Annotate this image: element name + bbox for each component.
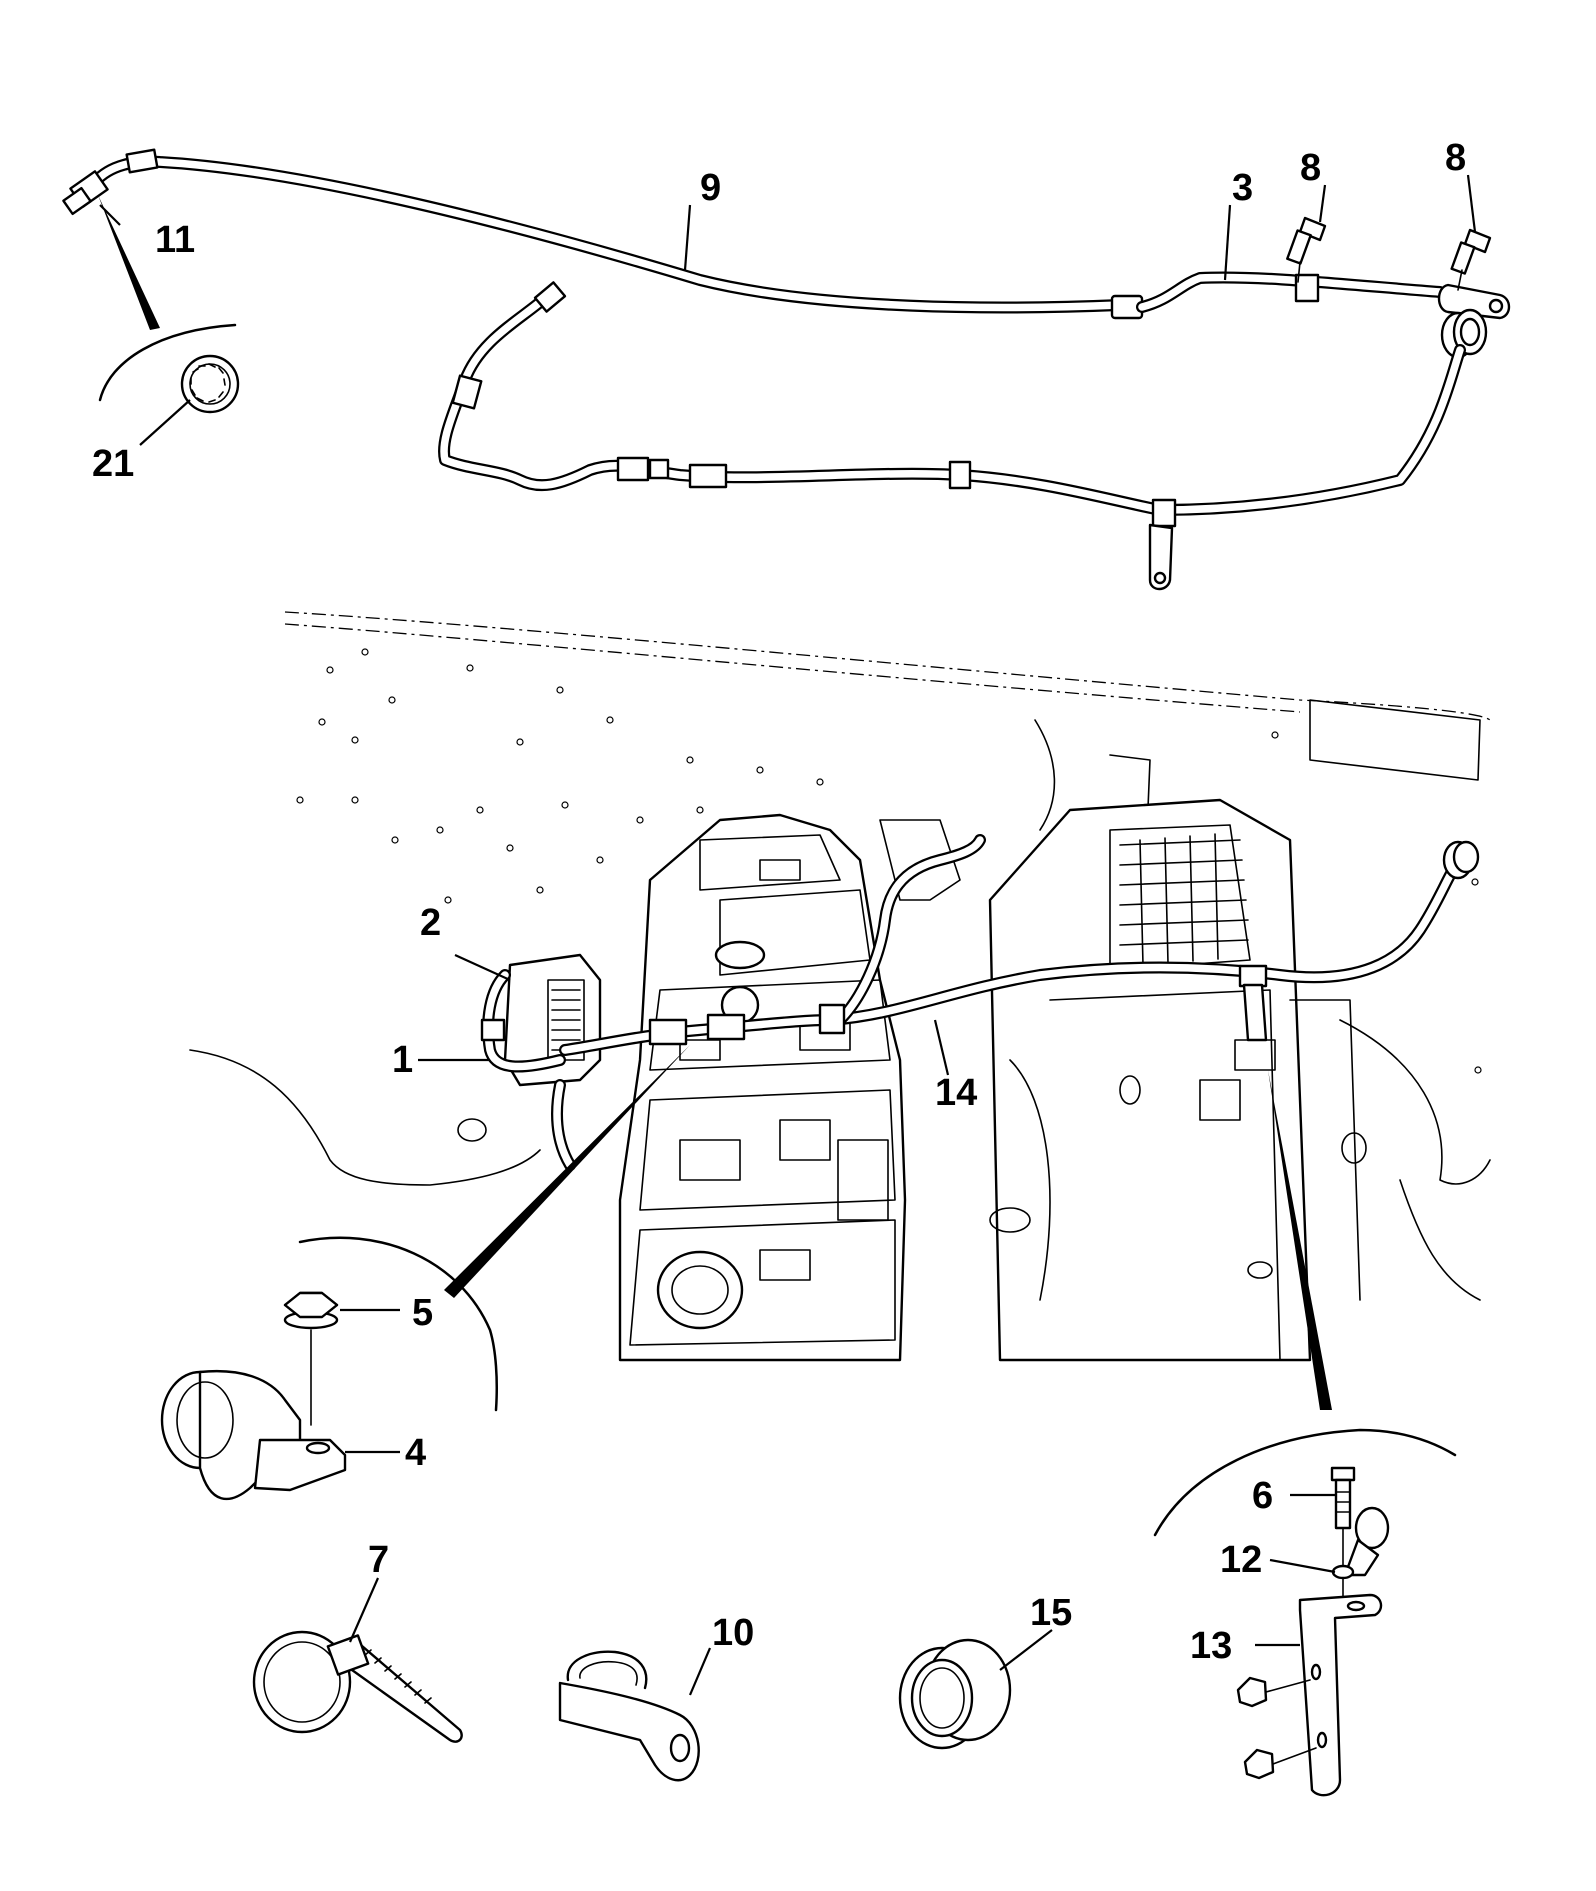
grommet-15 bbox=[898, 1638, 1012, 1750]
lower-mount-bracket bbox=[1148, 498, 1177, 591]
p-clip bbox=[1343, 1506, 1390, 1577]
callout-numbers: 11 21 9 3 8 8 2 1 14 5 4 6 12 13 7 10 15 bbox=[92, 137, 1466, 1667]
cable-tie-7 bbox=[252, 1630, 463, 1743]
callout-14: 14 bbox=[935, 1072, 977, 1114]
callout-3: 3 bbox=[1232, 167, 1253, 209]
radiator-assembly bbox=[879, 798, 1361, 1362]
callout-13: 13 bbox=[1190, 1625, 1232, 1667]
tube-clip bbox=[1294, 273, 1320, 303]
bracket-13 bbox=[1298, 1593, 1383, 1797]
nut-5 bbox=[283, 1291, 339, 1330]
callout-6: 6 bbox=[1252, 1475, 1273, 1517]
washer-12 bbox=[1331, 1564, 1355, 1580]
detail-bracket bbox=[1153, 1070, 1457, 1797]
vehicle-body-outline bbox=[189, 611, 1491, 1301]
callout-15: 15 bbox=[1030, 1592, 1072, 1634]
callout-11: 11 bbox=[155, 219, 195, 261]
bracket-clip-10 bbox=[558, 1650, 700, 1782]
callout-2: 2 bbox=[420, 902, 441, 944]
engine-block bbox=[618, 813, 907, 1362]
callout-1: 1 bbox=[392, 1039, 413, 1081]
bolt-8-left bbox=[1286, 216, 1327, 265]
detail-clamp bbox=[160, 1045, 690, 1501]
callout-8-right: 8 bbox=[1445, 137, 1466, 179]
callout-9: 9 bbox=[700, 167, 721, 209]
tube-9 bbox=[89, 155, 1126, 314]
callout-8-left: 8 bbox=[1300, 147, 1321, 189]
bolt-8-right bbox=[1450, 228, 1492, 275]
callout-12: 12 bbox=[1220, 1539, 1262, 1581]
clamp-4 bbox=[160, 1370, 347, 1501]
tube-3 bbox=[1136, 271, 1446, 313]
callout-10: 10 bbox=[712, 1612, 754, 1654]
callout-21: 21 bbox=[92, 443, 134, 485]
callout-4: 4 bbox=[405, 1432, 426, 1474]
fitting-11 bbox=[62, 148, 159, 216]
rivet-dots bbox=[296, 648, 1482, 1074]
bracket-bolts bbox=[1236, 1676, 1317, 1780]
bolt-6 bbox=[1330, 1466, 1356, 1530]
callout-5: 5 bbox=[412, 1292, 433, 1334]
detail-seal-21 bbox=[98, 195, 240, 414]
main-pressure-hose bbox=[559, 834, 1480, 1071]
top-hose-assembly bbox=[62, 148, 1511, 591]
steering-pump bbox=[480, 953, 602, 1171]
return-hose bbox=[438, 281, 1466, 516]
callout-7: 7 bbox=[368, 1539, 389, 1581]
callout-leaders bbox=[99, 174, 1477, 1696]
